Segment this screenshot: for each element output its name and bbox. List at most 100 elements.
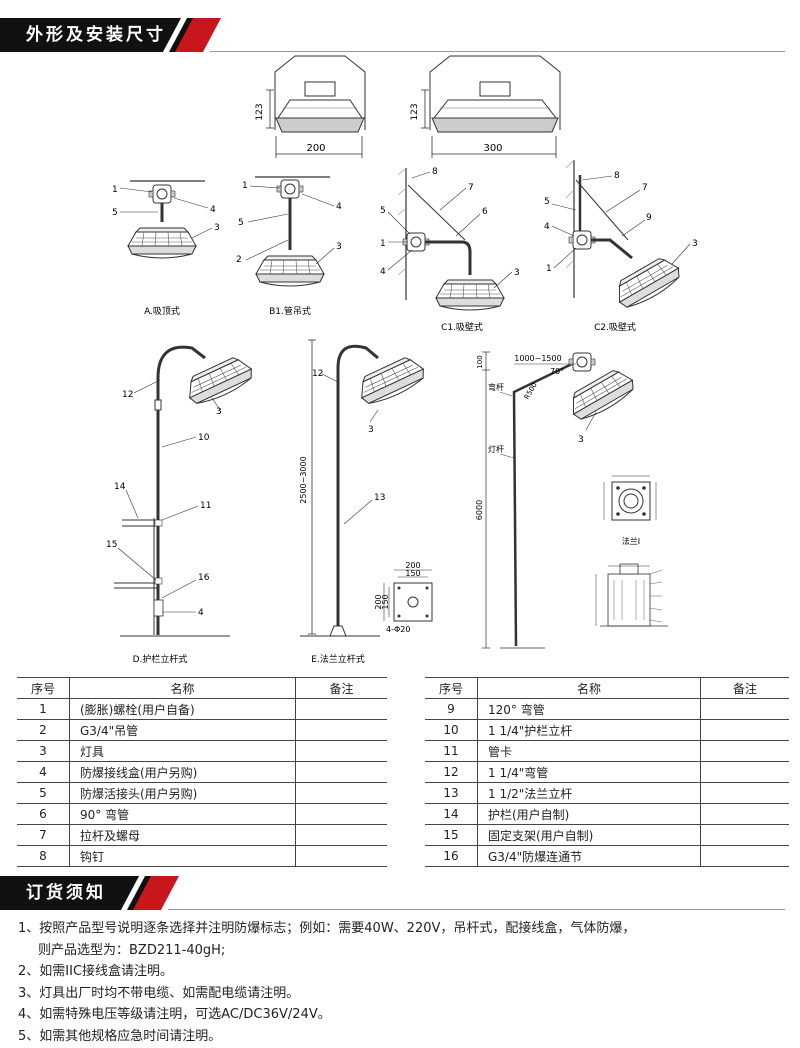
row-no: 15 xyxy=(425,824,478,846)
row-remark xyxy=(295,761,387,783)
row-remark xyxy=(295,803,387,825)
row-name: 1 1/2"法兰立杆 xyxy=(477,782,701,804)
row-no: 12 xyxy=(425,761,478,783)
install-d-guardrail-pole: 12 10 14 11 15 16 4 3 D.护栏立杆式 xyxy=(106,345,257,665)
f-angle: 70° xyxy=(550,367,564,376)
row-remark xyxy=(295,740,387,762)
row-remark xyxy=(700,782,789,804)
table-row: 1(膨胀)螺栓(用户自备) xyxy=(17,698,387,720)
install-c2-wall: 8 7 9 5 4 1 3 C2.吸壁式 xyxy=(544,159,698,333)
row-no: 16 xyxy=(425,845,478,867)
callout-1c: 1 xyxy=(380,239,386,249)
row-no: 1 xyxy=(17,698,70,720)
callout-4b: 4 xyxy=(336,202,342,212)
ordering-notes: 1、按照产品型号说明逐条选择并注明防爆标志；例如：需要40W、220V，吊杆式，… xyxy=(18,918,788,1047)
col-name: 名称 xyxy=(477,677,701,699)
foundation-detail xyxy=(595,563,668,627)
callout-4d: 4 xyxy=(544,222,550,232)
table-header-row: 序号 名称 备注 xyxy=(425,677,789,699)
row-no: 4 xyxy=(17,761,70,783)
row-remark xyxy=(295,845,387,867)
callout-1b: 1 xyxy=(242,181,248,191)
install-a-ceiling: 1 5 4 3 A.吸顶式 xyxy=(112,180,220,317)
row-remark xyxy=(700,845,789,867)
callout-3c: 3 xyxy=(514,268,520,278)
callout-5b: 5 xyxy=(238,218,244,228)
dim-e-height: 2500~3000 xyxy=(299,456,308,503)
callout-14: 14 xyxy=(114,482,126,492)
f-arm: 1000~1500 xyxy=(514,354,561,363)
f-top: 100 xyxy=(476,355,484,368)
row-name: G3/4"吊管 xyxy=(69,719,296,741)
row-remark xyxy=(295,719,387,741)
section-header-dimensions: 外形及安装尺寸 xyxy=(0,18,800,52)
caption-c1: C1.吸壁式 xyxy=(441,321,483,333)
row-no: 2 xyxy=(17,719,70,741)
callout-12: 12 xyxy=(122,390,133,400)
row-name: 防爆接线盒(用户另购) xyxy=(69,761,296,783)
callout-3g: 3 xyxy=(578,435,584,445)
row-no: 5 xyxy=(17,782,70,804)
callout-4: 4 xyxy=(210,205,216,215)
row-no: 10 xyxy=(425,719,478,741)
col-name: 名称 xyxy=(69,677,296,699)
flange-plate-drawing: 200 150 200 150 4-Φ20 xyxy=(374,561,433,634)
note-item: 1、按照产品型号说明逐条选择并注明防爆标志；例如：需要40W、220V，吊杆式，… xyxy=(18,921,636,936)
plate-h1: 200 xyxy=(374,594,383,609)
note-item: 则产品选型为：BZD211-40gH; xyxy=(38,942,226,958)
callout-5: 5 xyxy=(112,208,118,218)
install-f-street-pole: 100 6000 1000~1500 70° R500 弯杆 灯杆 3 xyxy=(475,351,639,649)
callout-8b: 8 xyxy=(614,171,620,181)
f-label-arm: 弯杆 xyxy=(488,382,504,392)
dim-width-200: 200 xyxy=(306,143,325,154)
callout-13: 13 xyxy=(374,493,385,503)
row-name: 固定支架(用户自制) xyxy=(477,824,701,846)
install-e-flange-pole: 2500~3000 12 13 3 E.法兰立杆式 xyxy=(299,339,429,665)
row-remark xyxy=(700,740,789,762)
callout-3: 3 xyxy=(214,223,220,233)
table-header-row: 序号 名称 备注 xyxy=(17,677,387,699)
callout-10: 10 xyxy=(198,433,210,443)
row-no: 11 xyxy=(425,740,478,762)
col-no: 序号 xyxy=(17,677,70,699)
f-radius: R500 xyxy=(523,381,539,401)
dim-height-right: 123 xyxy=(410,103,420,120)
caption-a: A.吸顶式 xyxy=(144,305,180,317)
caption-b1: B1.管吊式 xyxy=(269,305,311,317)
note-item: 2、如需IIC接线盒请注明。 xyxy=(18,964,174,979)
callout-5d: 5 xyxy=(544,197,550,207)
row-no: 3 xyxy=(17,740,70,762)
install-c1-wall: 8 7 6 5 1 4 3 C1.吸壁式 xyxy=(380,167,520,333)
row-remark xyxy=(295,824,387,846)
row-no: 13 xyxy=(425,782,478,804)
callout-2: 2 xyxy=(236,255,242,265)
row-no: 7 xyxy=(17,824,70,846)
row-name: 管卡 xyxy=(477,740,701,762)
plate-holes: 4-Φ20 xyxy=(386,625,410,634)
f-height: 6000 xyxy=(475,500,484,520)
row-no: 6 xyxy=(17,803,70,825)
plate-h2: 150 xyxy=(381,594,390,609)
row-name: 1 1/4"弯管 xyxy=(477,761,701,783)
callout-1d: 1 xyxy=(546,264,552,274)
flange-i-label: 法兰I xyxy=(622,536,640,546)
row-name: 护栏(用户自制) xyxy=(477,803,701,825)
row-no: 14 xyxy=(425,803,478,825)
dimension-drawing-300: 123 300 xyxy=(410,55,561,158)
row-no: 9 xyxy=(425,698,478,720)
callout-16: 16 xyxy=(198,573,210,583)
callout-15: 15 xyxy=(106,540,117,550)
caption-c2: C2.吸壁式 xyxy=(594,321,636,333)
row-remark xyxy=(700,824,789,846)
row-remark xyxy=(295,782,387,804)
dim-width-300: 300 xyxy=(483,143,502,154)
